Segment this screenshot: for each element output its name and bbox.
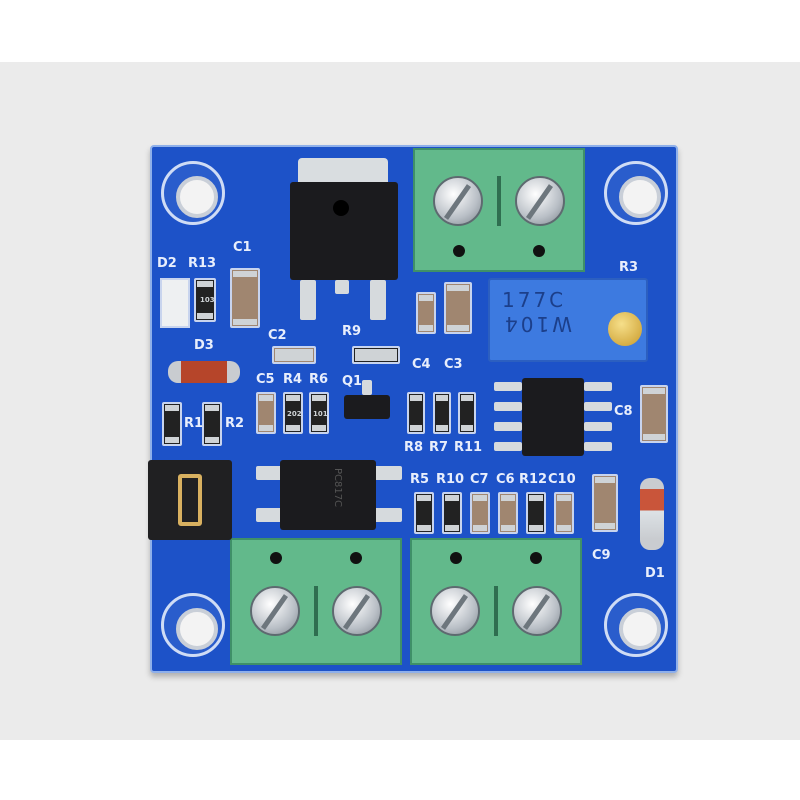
pot-marking: 177C — [502, 288, 567, 312]
terminal-block-bottom-right — [410, 538, 582, 665]
label-r9: R9 — [342, 324, 362, 339]
label-r2: R2 — [225, 416, 245, 431]
label-d2: D2 — [157, 256, 177, 271]
label-c8: C8 — [614, 404, 633, 419]
regulator-leg — [300, 280, 316, 320]
screw[interactable] — [433, 176, 483, 226]
resistor-r4: 202 — [283, 392, 303, 434]
label-c5: C5 — [256, 372, 275, 387]
ic-chip — [522, 378, 584, 456]
regulator-dimple — [333, 200, 349, 216]
label-c3: C3 — [444, 357, 463, 372]
resistor-r7 — [433, 392, 451, 434]
label-r4: R4 — [283, 372, 303, 387]
diode-d3 — [168, 361, 240, 383]
resistor-r8 — [407, 392, 425, 434]
resistor-r11 — [458, 392, 476, 434]
label-r3: R3 — [619, 260, 639, 275]
label-r8: R8 — [404, 440, 424, 455]
label-r5: R5 — [410, 472, 430, 487]
screw[interactable] — [515, 176, 565, 226]
label-r13: R13 — [188, 256, 217, 271]
screw[interactable] — [250, 586, 300, 636]
resistor-r12 — [526, 492, 546, 534]
screw[interactable] — [430, 586, 480, 636]
label-r6: R6 — [309, 372, 329, 387]
capacitor-c8 — [640, 385, 668, 443]
capacitor-c7 — [470, 492, 490, 534]
capacitor-c5 — [256, 392, 276, 434]
capacitor-c4 — [416, 292, 436, 334]
resistor-r13: 103 — [194, 278, 216, 322]
pot-marking: W104 — [502, 312, 572, 336]
trim-screw[interactable] — [608, 312, 642, 346]
label-c2: C2 — [268, 328, 287, 343]
resistor-r9: 331 — [352, 346, 400, 364]
label-c7: C7 — [470, 472, 489, 487]
capacitor-c3 — [444, 282, 472, 334]
mounting-hole — [604, 161, 668, 225]
capacitor-c9 — [592, 474, 618, 532]
screw[interactable] — [332, 586, 382, 636]
mounting-hole — [604, 593, 668, 657]
optocoupler: PC817C — [280, 460, 376, 530]
diode-d1 — [640, 478, 664, 550]
label-r12: R12 — [519, 472, 548, 487]
potentiometer[interactable]: 177C W104 — [488, 278, 648, 362]
capacitor-c2 — [272, 346, 316, 364]
voltage-regulator — [290, 182, 398, 280]
label-c1: C1 — [233, 240, 252, 255]
regulator-leg — [335, 280, 349, 294]
label-c10: C10 — [548, 472, 576, 487]
regulator-leg — [370, 280, 386, 320]
resistor-r2 — [202, 402, 222, 446]
jumper-header[interactable] — [148, 460, 232, 540]
resistor-r10 — [442, 492, 462, 534]
jumper-pin — [178, 474, 202, 526]
transistor-q1 — [344, 395, 390, 419]
label-d1: D1 — [645, 566, 665, 581]
terminal-block-bottom-left — [230, 538, 402, 665]
resistor-r6: 101 — [309, 392, 329, 434]
capacitor-c1 — [230, 268, 260, 328]
label-d3: D3 — [194, 338, 214, 353]
mounting-hole — [161, 593, 225, 657]
label-c9: C9 — [592, 548, 611, 563]
terminal-block-top — [413, 148, 585, 272]
label-r11: R11 — [454, 440, 483, 455]
resistor-r1 — [162, 402, 182, 446]
label-r1: R1 — [184, 416, 204, 431]
label-c6: C6 — [496, 472, 515, 487]
capacitor-c6 — [498, 492, 518, 534]
led-d2 — [160, 278, 190, 328]
capacitor-c10 — [554, 492, 574, 534]
resistor-r5 — [414, 492, 434, 534]
label-c4: C4 — [412, 357, 431, 372]
mounting-hole — [161, 161, 225, 225]
label-r7: R7 — [429, 440, 449, 455]
opto-marking: PC817C — [332, 467, 344, 508]
label-r10: R10 — [436, 472, 465, 487]
label-q1: Q1 — [342, 374, 363, 389]
screw[interactable] — [512, 586, 562, 636]
